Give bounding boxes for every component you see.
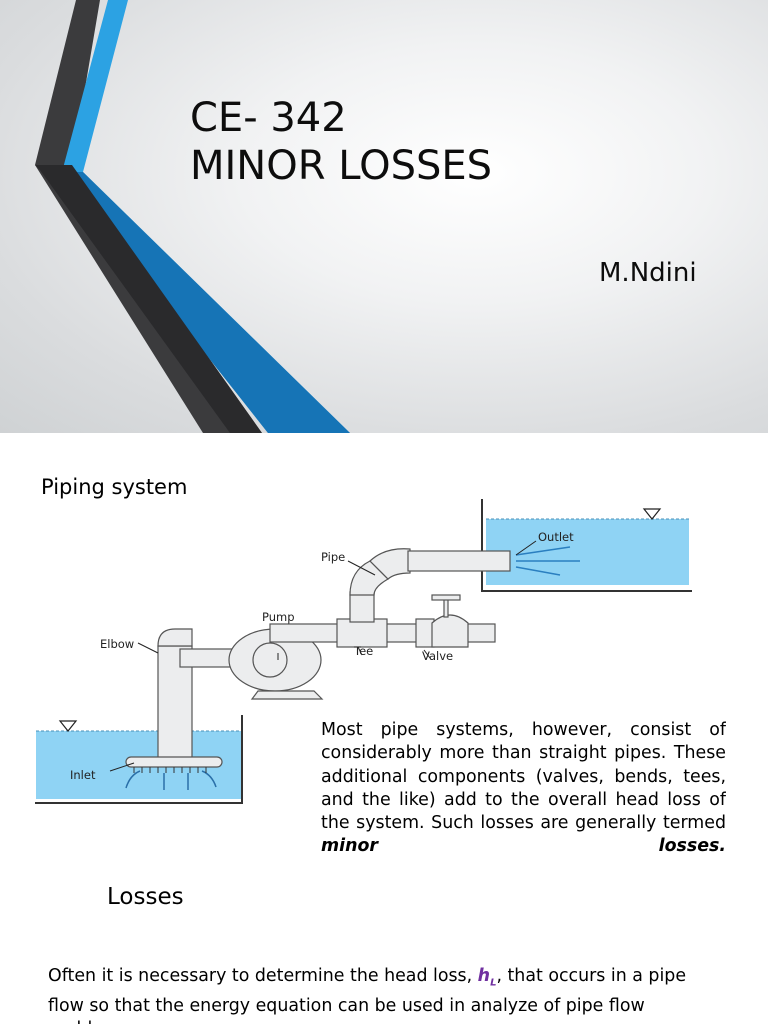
upper-reservoir <box>481 499 692 592</box>
losses-subheading: Losses <box>107 884 184 910</box>
slide-heading: Piping system <box>41 475 188 499</box>
content-slide: Piping system <box>0 433 768 1024</box>
decorative-chevron-bands <box>35 0 350 433</box>
paragraph-text: Most pipe systems, however, consist of c… <box>321 720 726 834</box>
head-loss-paragraph: Often it is necessary to determine the h… <box>48 965 718 1024</box>
outlet-flow-arrows <box>515 546 580 576</box>
label-inlet: Inlet <box>70 768 96 782</box>
paragraph2-after: , that occurs in a pipe flow so that the… <box>48 966 687 1024</box>
label-elbow: Elbow <box>100 637 134 651</box>
pipe-network <box>125 548 511 768</box>
piping-system-diagram: Pipe Outlet Pump Elbow Tee Valve Inlet <box>35 499 692 804</box>
symbol-subscript: L <box>490 977 497 989</box>
inlet-flow-arrows <box>125 770 217 790</box>
label-valve: Valve <box>422 649 453 663</box>
presentation-title: CE- 342 MINOR LOSSES <box>190 94 492 190</box>
label-outlet: Outlet <box>538 530 574 544</box>
label-tee: Tee <box>353 644 373 658</box>
label-pump: Pump <box>262 610 295 624</box>
title-line-topic: MINOR LOSSES <box>190 143 493 189</box>
author-name: M.Ndini <box>599 258 697 288</box>
label-pipe: Pipe <box>321 550 345 564</box>
label-leaders <box>109 540 537 772</box>
title-slide: CE- 342 MINOR LOSSES M.Ndini <box>0 0 768 433</box>
title-line-course: CE- 342 <box>190 95 347 141</box>
inlet-strainer <box>133 767 207 773</box>
paragraph-emphasis: minor losses. <box>321 836 726 857</box>
head-loss-symbol: hL <box>477 966 497 989</box>
symbol-h: h <box>477 966 491 986</box>
paragraph2-before: Often it is necessary to determine the h… <box>48 966 478 986</box>
minor-losses-paragraph: Most pipe systems, however, consist of c… <box>321 719 726 863</box>
